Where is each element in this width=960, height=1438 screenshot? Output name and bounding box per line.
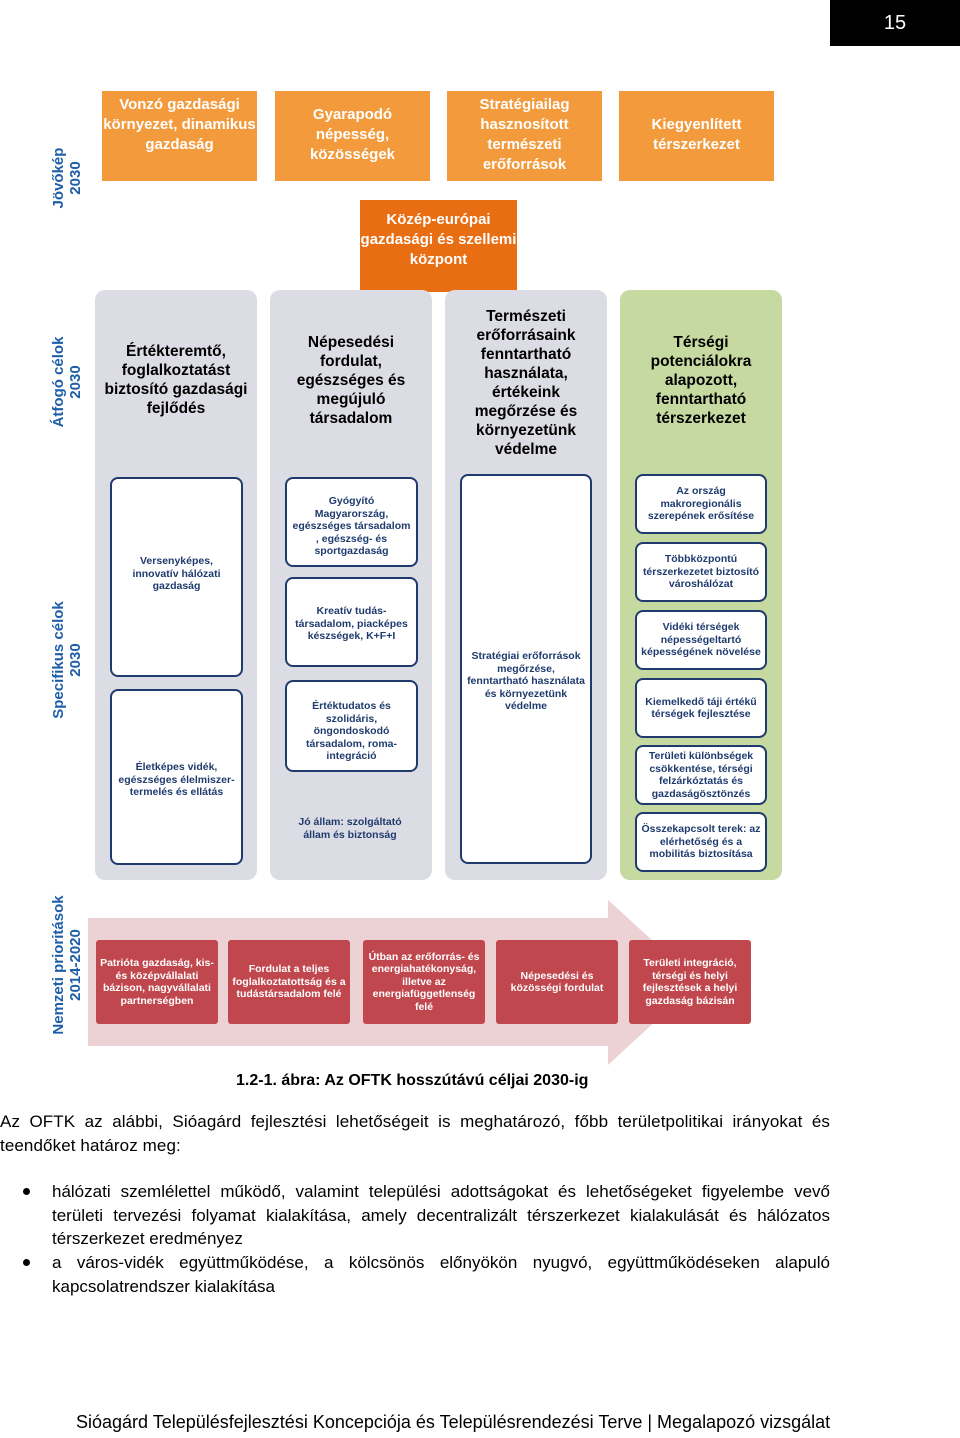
bullet-item: a város-vidék együttműködése, a kölcsönö… (52, 1253, 830, 1296)
national-priority-box: Területi integráció, térségi és helyi fe… (629, 940, 751, 1024)
figure-caption: 1.2-1. ábra: Az OFTK hosszútávú céljai 2… (236, 1072, 589, 1089)
specific-goal-box: Az ország makroregionális szerepének erő… (635, 474, 767, 534)
bullet-marker (23, 1188, 30, 1195)
national-priority-box: Népesedési és közösségi fordulat (496, 940, 618, 1024)
bullet-marker (23, 1259, 30, 1266)
specific-goal-text: Jó állam: szolgáltató állam és biztonság (298, 816, 402, 841)
national-priority-box: Patrióta gazdaság, kis- és középvállalat… (96, 940, 218, 1024)
specific-goal-box: Kiemelkedő táji értékű térségek fejleszt… (635, 678, 767, 738)
specific-goal-box: Értéktudatos és szolidáris, öngondoskodó… (285, 680, 418, 772)
national-priority-box: Fordulat a teljes foglalkoztatottság és … (228, 940, 350, 1024)
page-number: 15 (830, 0, 960, 46)
overall-goal: Térségi potenciálokra alapozott, fenntar… (650, 333, 752, 427)
vision-box: Vonzó gazdasági környezet, dinamikus gaz… (102, 91, 257, 181)
specific-goal-box: Gyógyító Magyarország, egészséges társad… (285, 477, 418, 567)
specific-goal-box: Területi különbségek csökkentése, térség… (635, 745, 767, 805)
overall-goal: Népesedési fordulat, egészséges és megúj… (296, 333, 406, 427)
specific-goal-box: Versenyképes, innovatív hálózati gazdasá… (110, 477, 243, 677)
specific-goal-box: Vidéki térségek népességeltartó képesség… (635, 610, 767, 670)
paragraph: Az OFTK az alábbi, Sióagárd fejlesztési … (0, 1112, 830, 1155)
overall-goal: Értékteremtő, foglalkoztatást biztosító … (104, 343, 248, 417)
page-footer: Sióagárd Településfejlesztési Koncepciój… (76, 1412, 831, 1432)
national-priority-box: Útban az erőforrás- és energiahatékonysá… (363, 940, 485, 1024)
vision-box: Stratégiailag hasznosított természeti er… (447, 91, 602, 181)
vision-box: Kiegyenlített térszerkezet (619, 91, 774, 181)
specific-goal-box: Stratégiai erőforrások megőrzése, fennta… (460, 474, 592, 864)
specific-goal-box: Többközpontú térszerkezetet biztosító vá… (635, 542, 767, 602)
vision-box: Gyarapodó népesség, közösségek (275, 91, 430, 181)
specific-goal-box: Életképes vidék, egészséges élelmiszer-t… (110, 689, 243, 865)
specific-goal-box: Összekapcsolt terek: az elérhetőség és a… (635, 812, 767, 872)
bullet-item: hálózati szemlélettel működő, valamint t… (52, 1182, 830, 1248)
vision-center-box: Közép-európai gazdasági és szellemi közp… (360, 200, 517, 292)
specific-goal-box: Kreatív tudás-társadalom, piacképes kész… (285, 577, 418, 667)
overall-goal: Természeti erőforrásaink fenntartható ha… (474, 308, 578, 458)
